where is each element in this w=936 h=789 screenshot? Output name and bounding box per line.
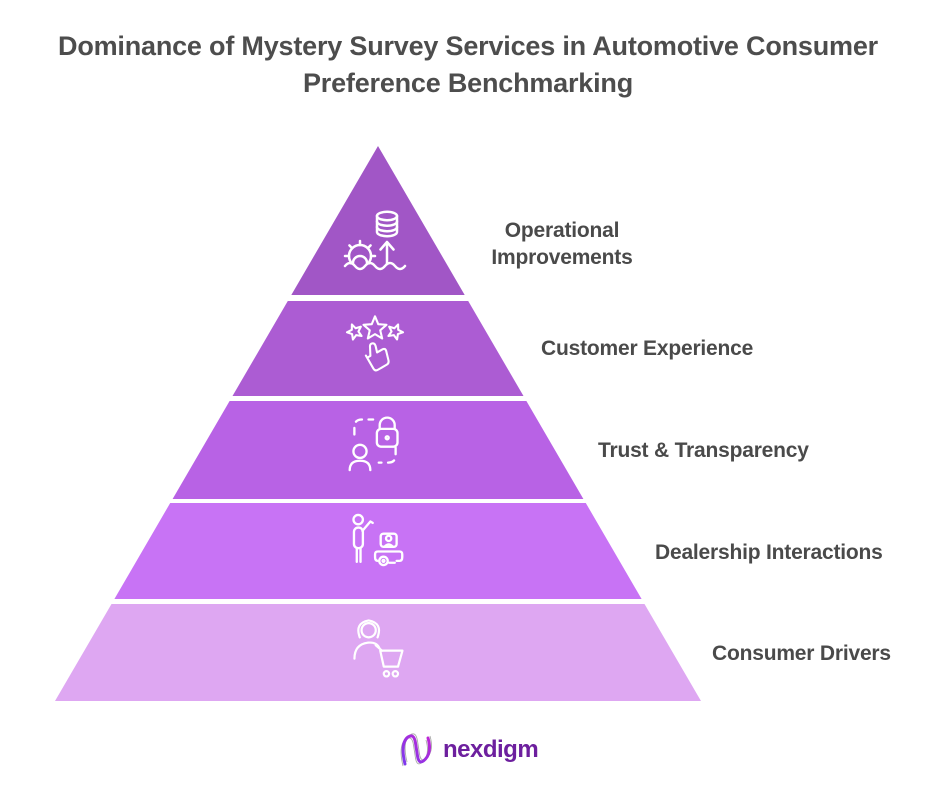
pyramid-level-2-shape: [232, 301, 524, 396]
customer-experience-icon: [345, 315, 405, 372]
brand-logo: nexdigm: [396, 729, 539, 771]
level-label-customer-experience: Customer Experience: [541, 337, 754, 360]
consumer-drivers-icon: [353, 619, 404, 678]
brand-name: nexdigm: [443, 736, 539, 763]
dealership-interactions-icon: [352, 513, 404, 567]
level-label-consumer-drivers: Consumer Drivers: [712, 642, 891, 665]
level-label-operational-improvements: Operational Improvements: [491, 219, 633, 269]
page-title: Dominance of Mystery Survey Services in …: [58, 31, 878, 98]
operational-improvements-icon: [343, 210, 407, 271]
level-label-trust-transparency: Trust & Transparency: [598, 439, 809, 462]
pyramid-level-5-shape: [55, 604, 701, 701]
pyramid-level-3-shape: [172, 401, 584, 499]
trust-transparency-icon: [348, 416, 399, 472]
level-label-dealership-interactions: Dealership Interactions: [655, 541, 883, 564]
nexdigm-logo-icon: [400, 733, 432, 767]
